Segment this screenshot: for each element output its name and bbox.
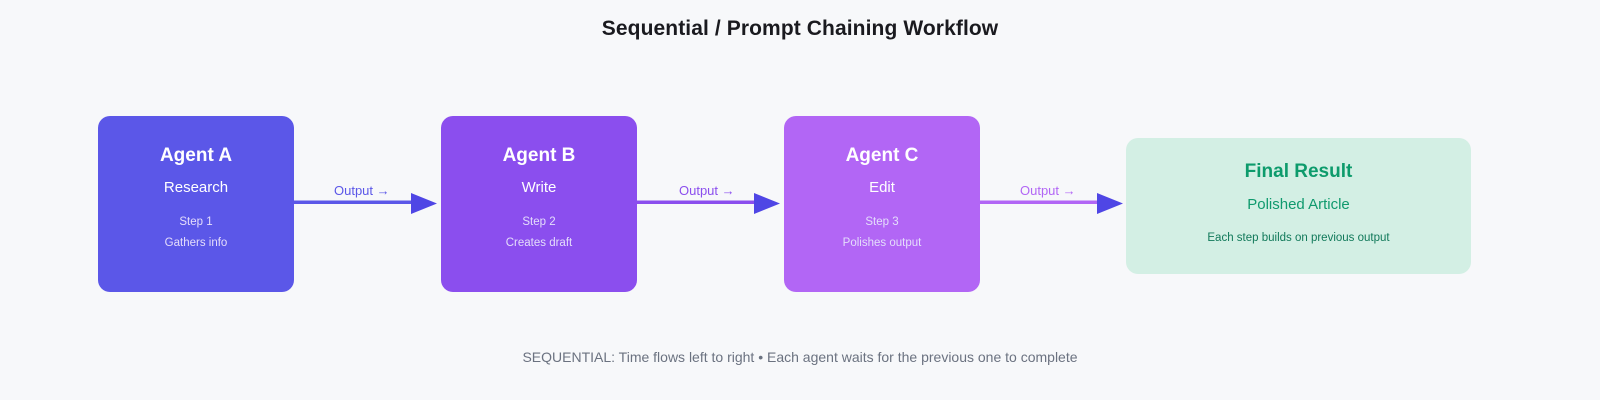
agent-a-title: Agent A <box>159 145 233 166</box>
node-agent-a[interactable]: Agent A Research Step 1 Gathers info <box>98 116 294 292</box>
agent-b-step: Step 2 <box>522 216 556 228</box>
agent-b-role: Write <box>521 179 557 196</box>
agent-c-step: Step 3 <box>865 216 899 228</box>
edge-agent-a-to-agent-b <box>294 193 437 214</box>
agent-a-step: Step 1 <box>179 216 213 228</box>
page-title: Sequential / Prompt Chaining Workflow <box>601 17 999 40</box>
agent-a-role: Research <box>163 179 229 196</box>
edge-label-agent-b-to-agent-c: Output → <box>679 183 735 198</box>
node-agent-c[interactable]: Agent C Edit Step 3 Polishes output <box>784 116 980 292</box>
agent-a-description: Gathers info <box>164 236 228 249</box>
final-result-note: Each step builds on previous output <box>1207 232 1390 244</box>
edge-label-agent-c-to-final-result: Output → <box>1020 183 1076 198</box>
agent-c-title: Agent C <box>845 145 919 166</box>
edge-agent-c-to-final-result <box>980 193 1123 214</box>
agent-b-description: Creates draft <box>505 236 573 249</box>
agent-c-description: Polishes output <box>842 236 922 249</box>
node-final-result[interactable]: Final Result Polished Article Each step … <box>1126 138 1471 274</box>
edge-agent-b-to-agent-c <box>637 193 780 214</box>
node-agent-b[interactable]: Agent B Write Step 2 Creates draft <box>441 116 637 292</box>
final-result-title: Final Result <box>1244 161 1353 182</box>
footer-note: SEQUENTIAL: Time flows left to right • E… <box>522 349 1078 365</box>
agent-b-title: Agent B <box>502 145 576 166</box>
agent-c-role: Edit <box>869 179 895 196</box>
final-result-subtitle: Polished Article <box>1247 196 1350 213</box>
edge-label-agent-a-to-agent-b: Output → <box>334 183 390 198</box>
